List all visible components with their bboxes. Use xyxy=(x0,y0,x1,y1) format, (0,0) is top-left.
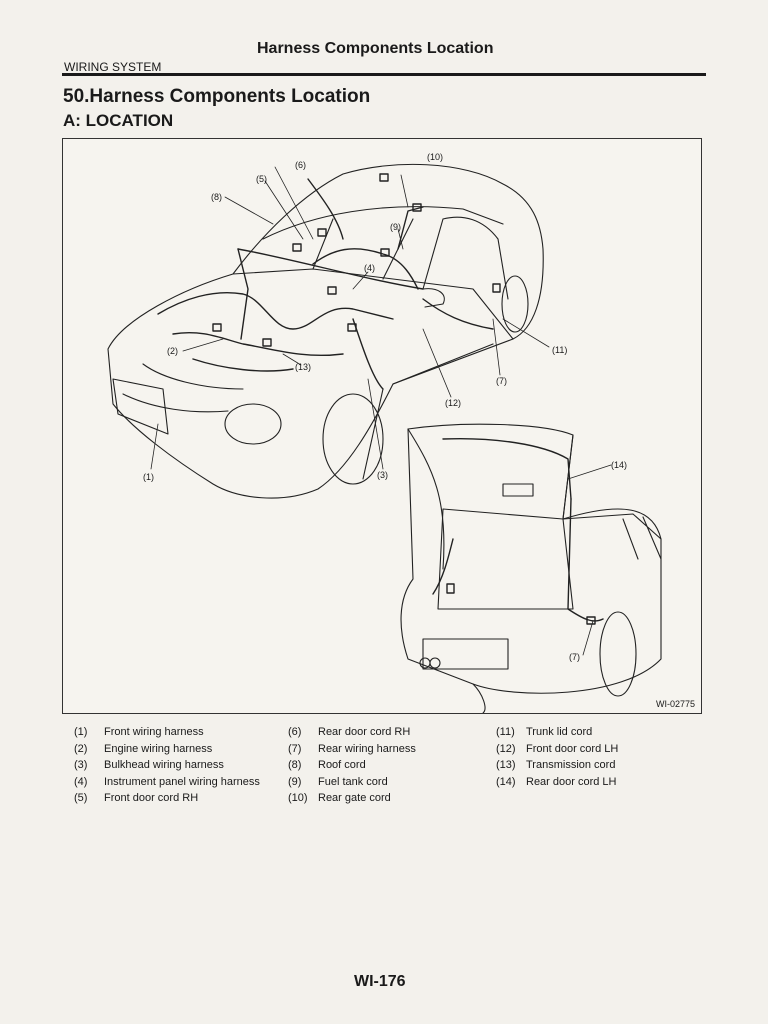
legend-column-1: (1)Front wiring harness (2)Engine wiring… xyxy=(74,724,260,807)
callout-9: (9) xyxy=(390,222,401,232)
legend-item: (3)Bulkhead wiring harness xyxy=(74,759,224,771)
callout-2: (2) xyxy=(167,346,178,356)
callout-1: (1) xyxy=(143,472,154,482)
callout-11: (11) xyxy=(552,345,568,355)
callout-6: (6) xyxy=(295,160,306,170)
sedan-harness-wires xyxy=(157,173,501,390)
legend-item: (12)Front door cord LH xyxy=(496,742,619,755)
legend-item: (13)Transmission cord xyxy=(496,759,616,771)
car-wiring-illustration xyxy=(107,163,662,713)
callout-5: (5) xyxy=(256,174,267,184)
sedan-outline xyxy=(107,163,544,499)
legend-item: (2)Engine wiring harness xyxy=(74,742,213,755)
legend-column-2: (6)Rear door cord RH (7)Rear wiring harn… xyxy=(288,724,416,807)
callout-7-sedan: (7) xyxy=(496,376,507,386)
header-section-label: WIRING SYSTEM xyxy=(64,60,162,74)
header-rule xyxy=(62,73,706,76)
legend-item: (5)Front door cord RH xyxy=(74,792,199,804)
legend-item: (4)Instrument panel wiring harness xyxy=(74,775,260,788)
legend-item: (10)Rear gate cord xyxy=(288,792,391,804)
callout-3: (3) xyxy=(377,470,388,480)
hatchback-outline xyxy=(400,423,662,713)
callout-4: (4) xyxy=(364,263,375,273)
legend-item: (1)Front wiring harness xyxy=(74,726,204,738)
legend-item: (14)Rear door cord LH xyxy=(496,775,617,788)
legend-item: (7)Rear wiring harness xyxy=(288,742,416,755)
page-subtitle: A: LOCATION xyxy=(63,111,174,130)
legend-item: (8)Roof cord xyxy=(288,759,366,771)
legend-column-3: (11)Trunk lid cord (12)Front door cord L… xyxy=(496,724,618,790)
callout-13: (13) xyxy=(295,362,312,372)
callout-14: (14) xyxy=(611,460,628,470)
page-number: WI-176 xyxy=(354,973,406,990)
callout-8: (8) xyxy=(211,192,222,202)
header-title: Harness Components Location xyxy=(257,40,494,57)
callout-7-hatchback: (7) xyxy=(569,652,580,662)
legend-item: (11)Trunk lid cord xyxy=(496,726,593,738)
hatchback-harness-wires xyxy=(432,437,604,625)
callout-12: (12) xyxy=(445,398,462,408)
callout-10: (10) xyxy=(427,152,444,162)
figure-frame: (6) (5) (8) (10) (9) (4) (2) (13) (11) (… xyxy=(62,138,702,714)
page-title: 50.Harness Components Location xyxy=(63,86,371,107)
legend-item: (9)Fuel tank cord xyxy=(288,775,388,788)
callout-leader-lines xyxy=(150,166,612,656)
legend-item: (6)Rear door cord RH xyxy=(288,726,411,738)
figure-code: WI-02775 xyxy=(655,699,695,709)
